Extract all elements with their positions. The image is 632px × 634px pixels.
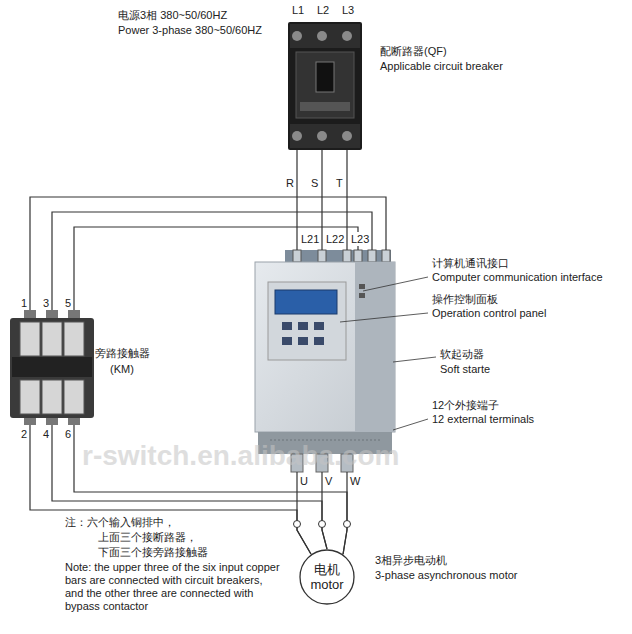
pin-number: 1 — [21, 296, 27, 310]
circuit-breaker — [288, 22, 362, 150]
pin-number: 4 — [43, 427, 49, 441]
motor-caption: 3-phase asynchronous motor — [375, 568, 517, 582]
note-text: 上面三个接断路器， — [98, 530, 197, 544]
callout-text: Operation control panel — [432, 306, 546, 320]
phase-name: L2 — [317, 3, 329, 17]
motor-outline — [300, 550, 354, 604]
terminal-name: W — [350, 474, 360, 488]
motor-label: motor — [310, 577, 343, 592]
wire-name: R — [286, 176, 294, 190]
callout-text: Computer communication interface — [432, 270, 603, 284]
device-label: Soft starte — [440, 362, 490, 376]
callout-text: 操作控制面板 — [432, 292, 498, 306]
power-note: 电源3相 380~50/60HZ — [118, 8, 227, 22]
terminal-name: L22 — [325, 232, 345, 246]
device-label: 旁路接触器 — [95, 346, 150, 360]
terminal-name: L23 — [350, 232, 370, 246]
watermark: r-switch.en.alibaba.com — [82, 440, 399, 472]
callout-text: 12个外接端子 — [432, 398, 499, 412]
phase-name: L3 — [342, 3, 354, 17]
motor-caption: 3相异步电动机 — [375, 553, 447, 567]
wire-name: T — [336, 176, 343, 190]
terminal-circle — [319, 521, 326, 528]
pin-number: 6 — [65, 427, 71, 441]
terminal-circle — [294, 521, 301, 528]
pin-number: 5 — [65, 296, 71, 310]
motor-circle: 电机motor — [299, 549, 355, 605]
circuit-breaker-box: 配断路器(QF)Applicable circuit breaker — [288, 22, 538, 150]
soft-starter — [255, 250, 395, 472]
callout-text: 12 external terminals — [432, 412, 534, 426]
pin-number: 2 — [21, 427, 27, 441]
callout-text: 计算机通讯接口 — [432, 256, 509, 270]
device-label: Applicable circuit breaker — [380, 59, 503, 73]
terminal-name: L21 — [300, 232, 320, 246]
wire-name: S — [311, 176, 318, 190]
motor-label: 电机 — [314, 562, 340, 577]
note-text: Note: the upper three of the six input c… — [65, 561, 280, 613]
phase-name: L1 — [292, 3, 304, 17]
power-note: Power 3-phase 380~50/60HZ — [118, 23, 262, 37]
bypass-contactor-box: 旁路接触器 (KM) — [10, 310, 175, 425]
soft-starter-box: 软起动器Soft starte — [255, 250, 520, 472]
wire-bundle — [297, 150, 347, 250]
device-label: 软起动器 — [440, 347, 484, 361]
leader-lines — [340, 277, 436, 430]
pin-number: 3 — [43, 296, 49, 310]
terminal-circle — [344, 521, 351, 528]
note-text: 下面三个接旁路接触器 — [98, 545, 208, 559]
terminal-name: V — [325, 474, 332, 488]
terminal-name: U — [300, 474, 308, 488]
device-label: 配断路器(QF) — [380, 44, 447, 58]
note-text: 注：六个输入铜排中， — [65, 515, 175, 529]
wire-bundle — [30, 197, 386, 310]
bypass-contactor — [10, 310, 94, 425]
device-label: (KM) — [110, 362, 134, 376]
